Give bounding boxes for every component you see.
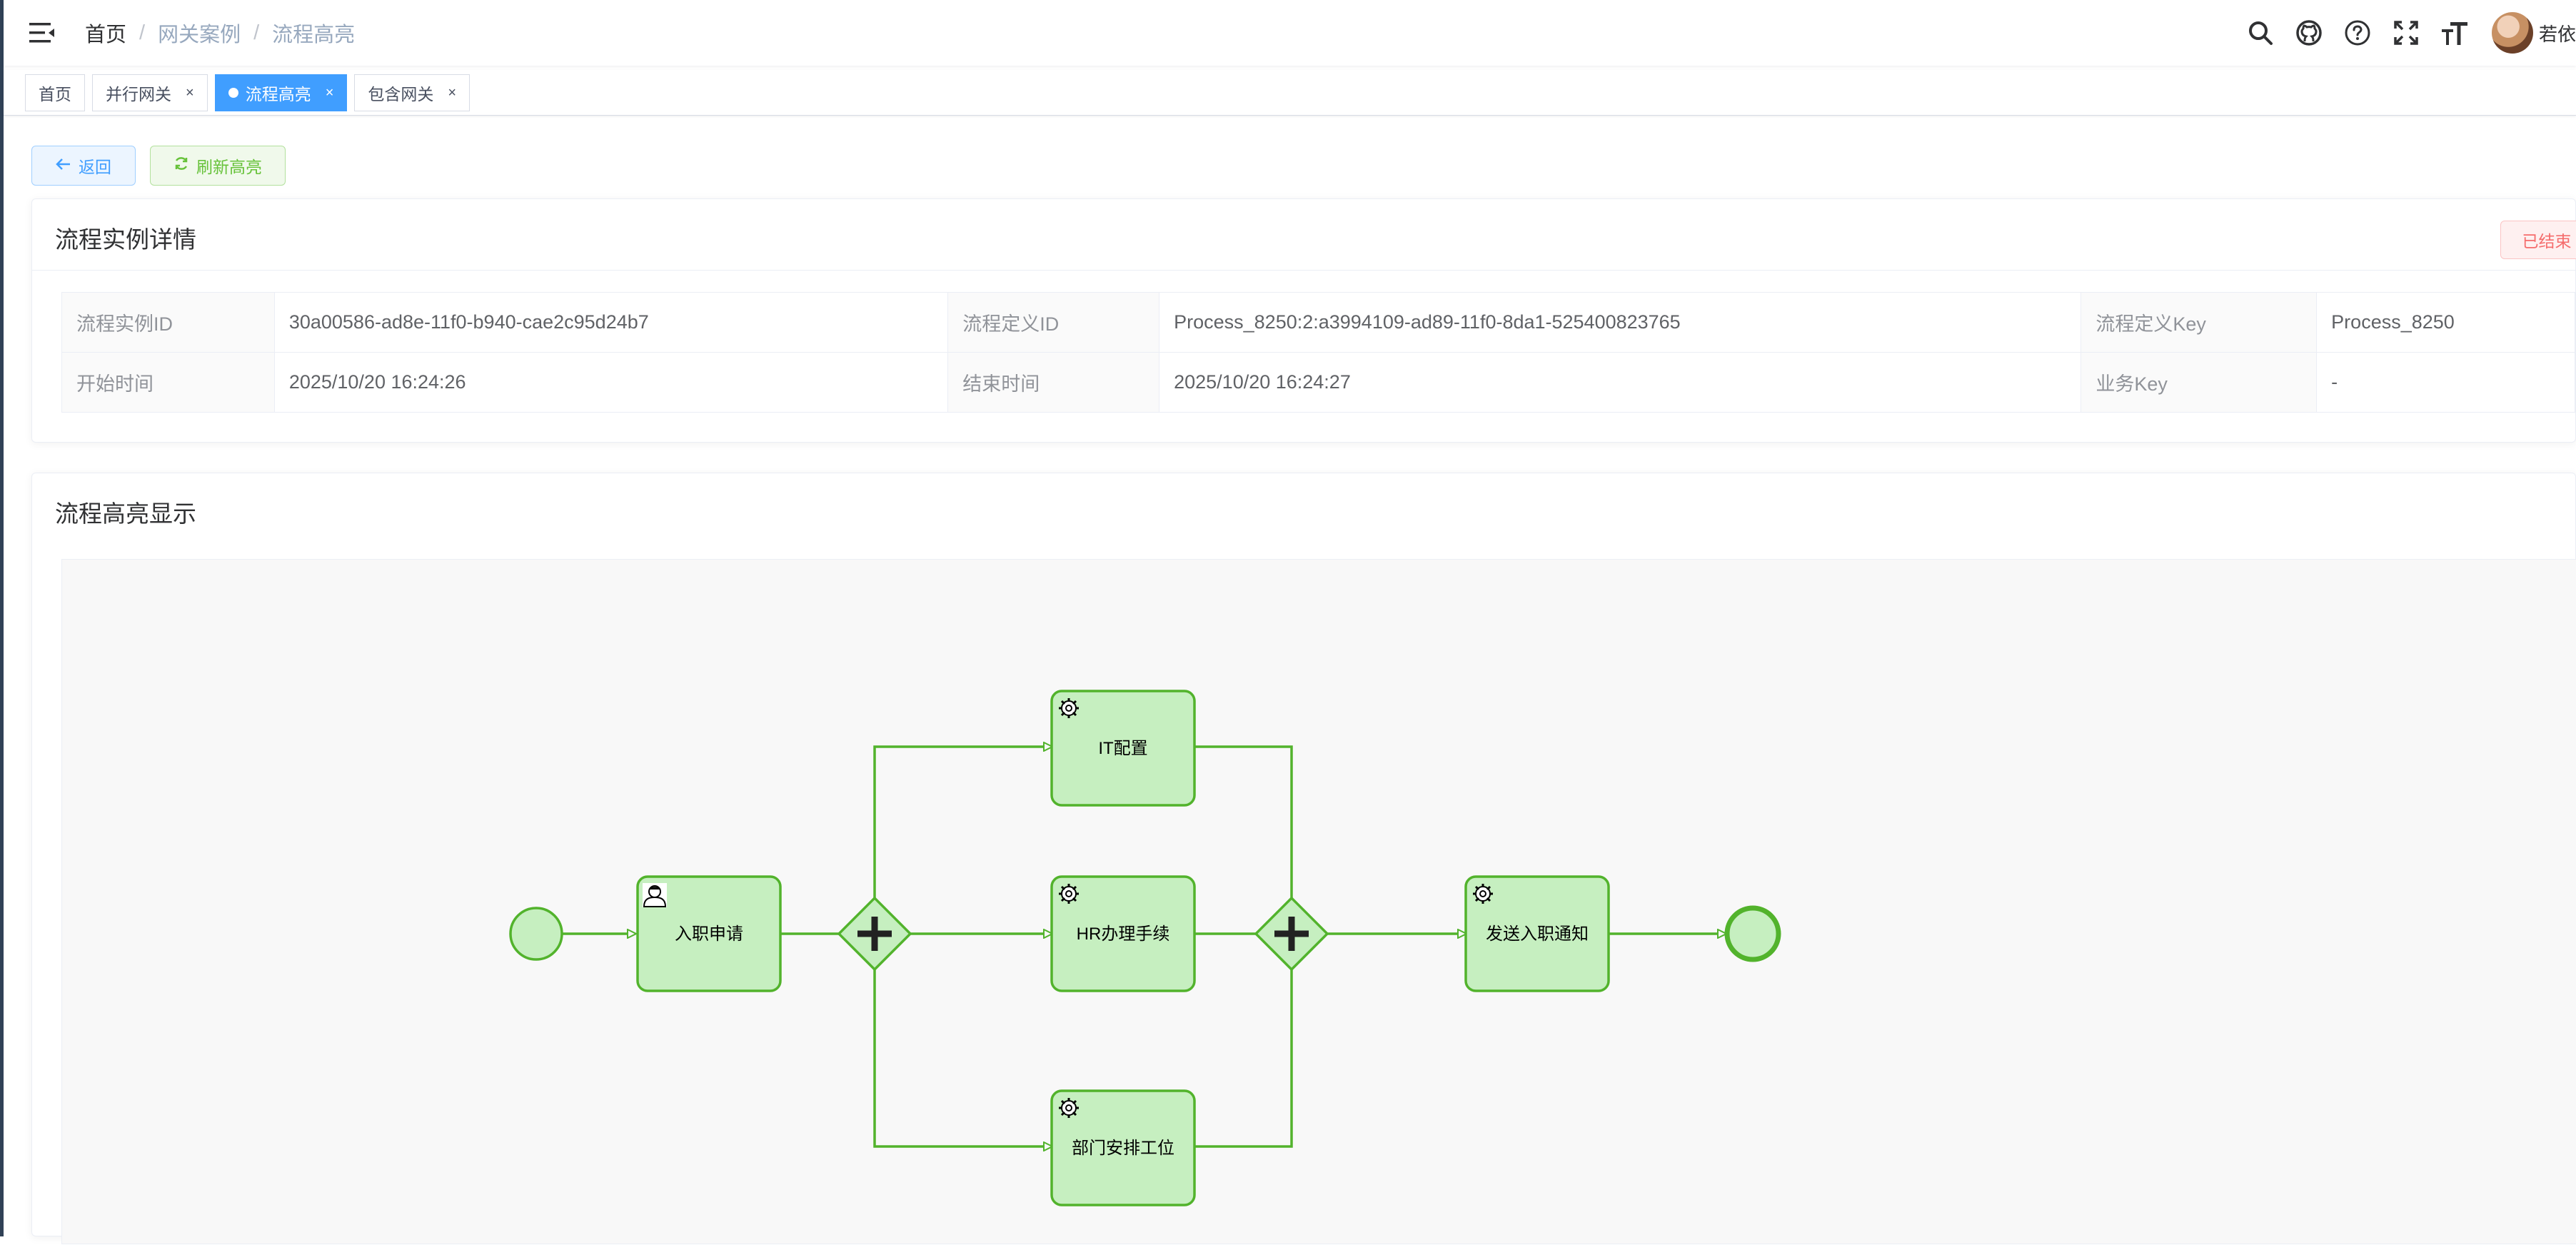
status-badge: 已结束 — [2500, 221, 2576, 259]
end-event[interactable] — [1724, 905, 1781, 962]
task-hr[interactable]: HR办理手续 — [1050, 875, 1196, 992]
tag-label: 首页 — [39, 85, 71, 104]
description-value: 2025/10/20 16:24:27 — [1159, 352, 2082, 413]
flow-fork-to-dept[interactable] — [873, 954, 1052, 1146]
task-label: 部门安排工位 — [1072, 1139, 1174, 1158]
breadcrumb-item-current: 流程高亮 — [272, 24, 356, 46]
flow-it-to-join[interactable] — [1194, 745, 1292, 914]
description-value: 2025/10/20 16:24:26 — [273, 352, 949, 413]
hamburger-menu-icon[interactable] — [28, 20, 56, 46]
breadcrumb-item-home[interactable]: 首页 — [85, 24, 127, 46]
description-label: 结束时间 — [947, 352, 1160, 413]
description-label: 流程定义ID — [947, 292, 1160, 353]
tag-home[interactable]: 首页 — [25, 74, 85, 111]
process-highlight-card: 流程高亮显示 — [31, 473, 2576, 1244]
description-value: 30a00586-ad8e-11f0-b940-cae2c95d24b7 — [273, 292, 949, 353]
service-task-icon — [1057, 1097, 1080, 1119]
active-dot-icon — [228, 88, 238, 98]
tag-label: 并行网关 — [106, 85, 171, 104]
refresh-icon — [173, 156, 189, 176]
description-value: Process_8250 — [2316, 292, 2575, 353]
breadcrumb-separator: / — [253, 21, 260, 44]
parallel-gateway-fork[interactable] — [837, 896, 912, 972]
card-header: 流程实例详情 已结束 — [32, 199, 2576, 271]
sidebar-edge — [0, 0, 4, 1236]
refresh-button-label: 刷新高亮 — [196, 158, 262, 176]
service-task-icon — [1471, 882, 1494, 905]
username[interactable]: 若依 — [2538, 23, 2576, 45]
task-dept[interactable]: 部门安排工位 — [1050, 1089, 1196, 1206]
tag-label: 包含网关 — [368, 85, 434, 104]
description-label: 流程定义Key — [2081, 292, 2318, 353]
service-task-icon — [1057, 882, 1080, 905]
flow-dept-to-join[interactable] — [1194, 954, 1292, 1148]
process-instance-detail-card: 流程实例详情 已结束 流程实例ID 30a00586-ad8e-11f0-b94… — [31, 198, 2576, 443]
service-task-icon — [1057, 697, 1080, 720]
tags-list: 首页 并行网关 × 流程高亮 × 包含网关 × — [25, 74, 477, 111]
task-it-config[interactable]: IT配置 — [1050, 690, 1196, 807]
task-label: IT配置 — [1098, 739, 1147, 758]
task-label: HR办理手续 — [1077, 924, 1170, 944]
table-row: 开始时间 2025/10/20 16:24:26 结束时间 2025/10/20… — [61, 352, 2575, 413]
breadcrumb: 首页 / 网关案例 / 流程高亮 — [85, 19, 355, 47]
description-value: - — [2316, 352, 2575, 413]
task-notify[interactable]: 发送入职通知 — [1464, 875, 1610, 992]
close-icon[interactable]: × — [325, 84, 334, 101]
user-task-icon — [643, 883, 667, 907]
description-label: 开始时间 — [61, 352, 275, 413]
bpmn-canvas[interactable]: 入职申请 IT配置 HR办理手续 — [61, 559, 2576, 1244]
parallel-gateway-join[interactable] — [1254, 896, 1329, 972]
navbar-right-menu: 若依 — [2228, 10, 2576, 56]
fullscreen-icon[interactable] — [2390, 17, 2422, 49]
tag-process-highlight[interactable]: 流程高亮 × — [214, 74, 348, 111]
tag-label: 流程高亮 — [245, 85, 311, 104]
avatar[interactable] — [2491, 12, 2533, 54]
tags-view: 首页 并行网关 × 流程高亮 × 包含网关 × — [4, 70, 2576, 116]
table-row: 流程实例ID 30a00586-ad8e-11f0-b940-cae2c95d2… — [61, 292, 2575, 353]
card-title: 流程实例详情 — [55, 226, 196, 253]
action-bar: 返回 刷新高亮 — [31, 146, 300, 186]
task-apply[interactable]: 入职申请 — [636, 875, 782, 992]
font-size-icon[interactable] — [2439, 17, 2470, 49]
back-button-label: 返回 — [79, 158, 111, 176]
start-event[interactable] — [509, 907, 563, 961]
back-button[interactable]: 返回 — [31, 146, 136, 186]
bpmn-diagram: 入职申请 IT配置 HR办理手续 — [509, 690, 1781, 1206]
task-label: 发送入职通知 — [1486, 924, 1589, 944]
navbar: 首页 / 网关案例 / 流程高亮 若依 — [4, 0, 2576, 66]
flow-fork-to-it[interactable] — [873, 747, 1052, 935]
card-title: 流程高亮显示 — [55, 500, 196, 527]
tag-parallel-gateway[interactable]: 并行网关 × — [92, 74, 208, 111]
refresh-highlight-button[interactable]: 刷新高亮 — [150, 146, 286, 186]
description-label: 业务Key — [2081, 352, 2318, 413]
breadcrumb-separator: / — [139, 21, 146, 44]
question-icon[interactable] — [2342, 17, 2373, 49]
close-icon[interactable]: × — [186, 84, 194, 101]
github-icon[interactable] — [2293, 17, 2325, 49]
description-value: Process_8250:2:a3994109-ad89-11f0-8da1-5… — [1159, 292, 2082, 353]
arrow-left-icon — [56, 156, 71, 176]
search-icon[interactable] — [2245, 17, 2276, 49]
breadcrumb-item-gateway-cases[interactable]: 网关案例 — [158, 24, 241, 46]
tag-inclusive-gateway[interactable]: 包含网关 × — [354, 74, 471, 111]
close-icon[interactable]: × — [448, 84, 457, 101]
task-label: 入职申请 — [675, 924, 743, 944]
description-label: 流程实例ID — [61, 292, 275, 353]
descriptions-table: 流程实例ID 30a00586-ad8e-11f0-b940-cae2c95d2… — [61, 292, 2575, 413]
